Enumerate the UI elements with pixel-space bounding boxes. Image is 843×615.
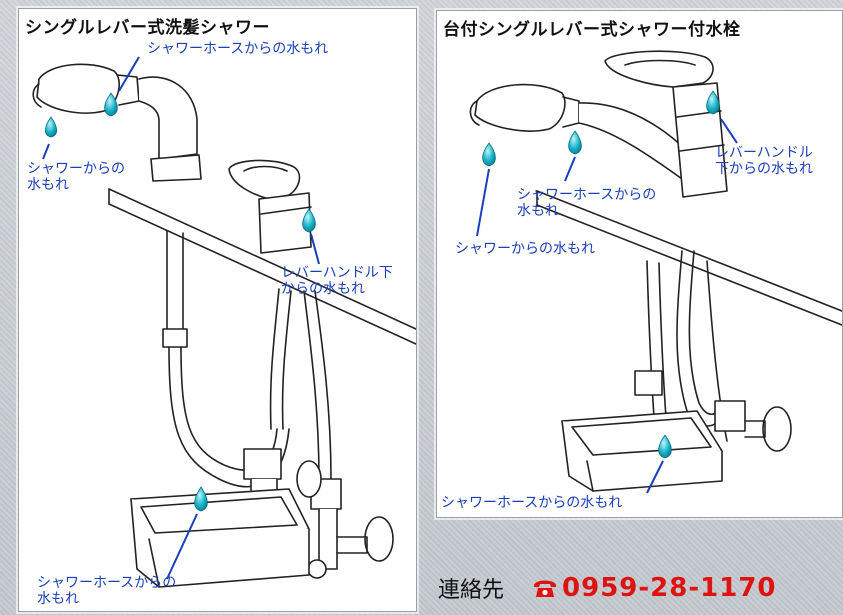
contact-info: 連絡先 0959-28-1170 bbox=[438, 568, 838, 608]
callout-shower-leak: シャワーからの 水もれ bbox=[27, 161, 125, 193]
contact-label: 連絡先 bbox=[438, 578, 505, 603]
droplet-hose-right bbox=[568, 130, 582, 155]
callout-hose-leak-bottom-right: シャワーホースからの水もれ bbox=[441, 495, 623, 511]
droplet-hose-top bbox=[104, 92, 118, 117]
callout-hose-leak-right: シャワーホースからの 水もれ bbox=[517, 187, 657, 219]
telephone-icon bbox=[534, 580, 557, 597]
left-faucet-illustration bbox=[32, 56, 416, 588]
droplet-shower-right bbox=[482, 142, 496, 167]
callout-hose-leak-bottom: シャワーホースからの 水もれ bbox=[37, 575, 177, 607]
droplet-tray-right bbox=[658, 434, 672, 459]
right-panel-title: 台付シングルレバー式シャワー付水栓 bbox=[443, 20, 741, 40]
right-diagram-panel: 台付シングルレバー式シャワー付水栓 レバーハンドル 下からの水もれ シャワーホー… bbox=[436, 10, 843, 518]
right-faucet-illustration bbox=[469, 50, 842, 494]
left-diagram-panel: シングルレバー式洗髪シャワー シャワーホースからの水もれ シャワーからの 水もれ… bbox=[18, 8, 417, 612]
left-panel-title: シングルレバー式洗髪シャワー bbox=[25, 18, 270, 38]
droplet-lever-right bbox=[706, 90, 720, 115]
droplet-lever bbox=[302, 208, 316, 233]
callout-shower-leak-right: シャワーからの水もれ bbox=[455, 241, 595, 257]
callout-hose-leak-top: シャワーホースからの水もれ bbox=[147, 41, 329, 57]
droplet-shower bbox=[44, 116, 58, 138]
phone-number[interactable]: 0959-28-1170 bbox=[562, 573, 777, 603]
droplet-tray bbox=[194, 486, 208, 512]
callout-lever-leak: レバーハンドル下 からの水もれ bbox=[281, 265, 393, 297]
callout-lever-leak-right: レバーハンドル 下からの水もれ bbox=[715, 145, 813, 177]
